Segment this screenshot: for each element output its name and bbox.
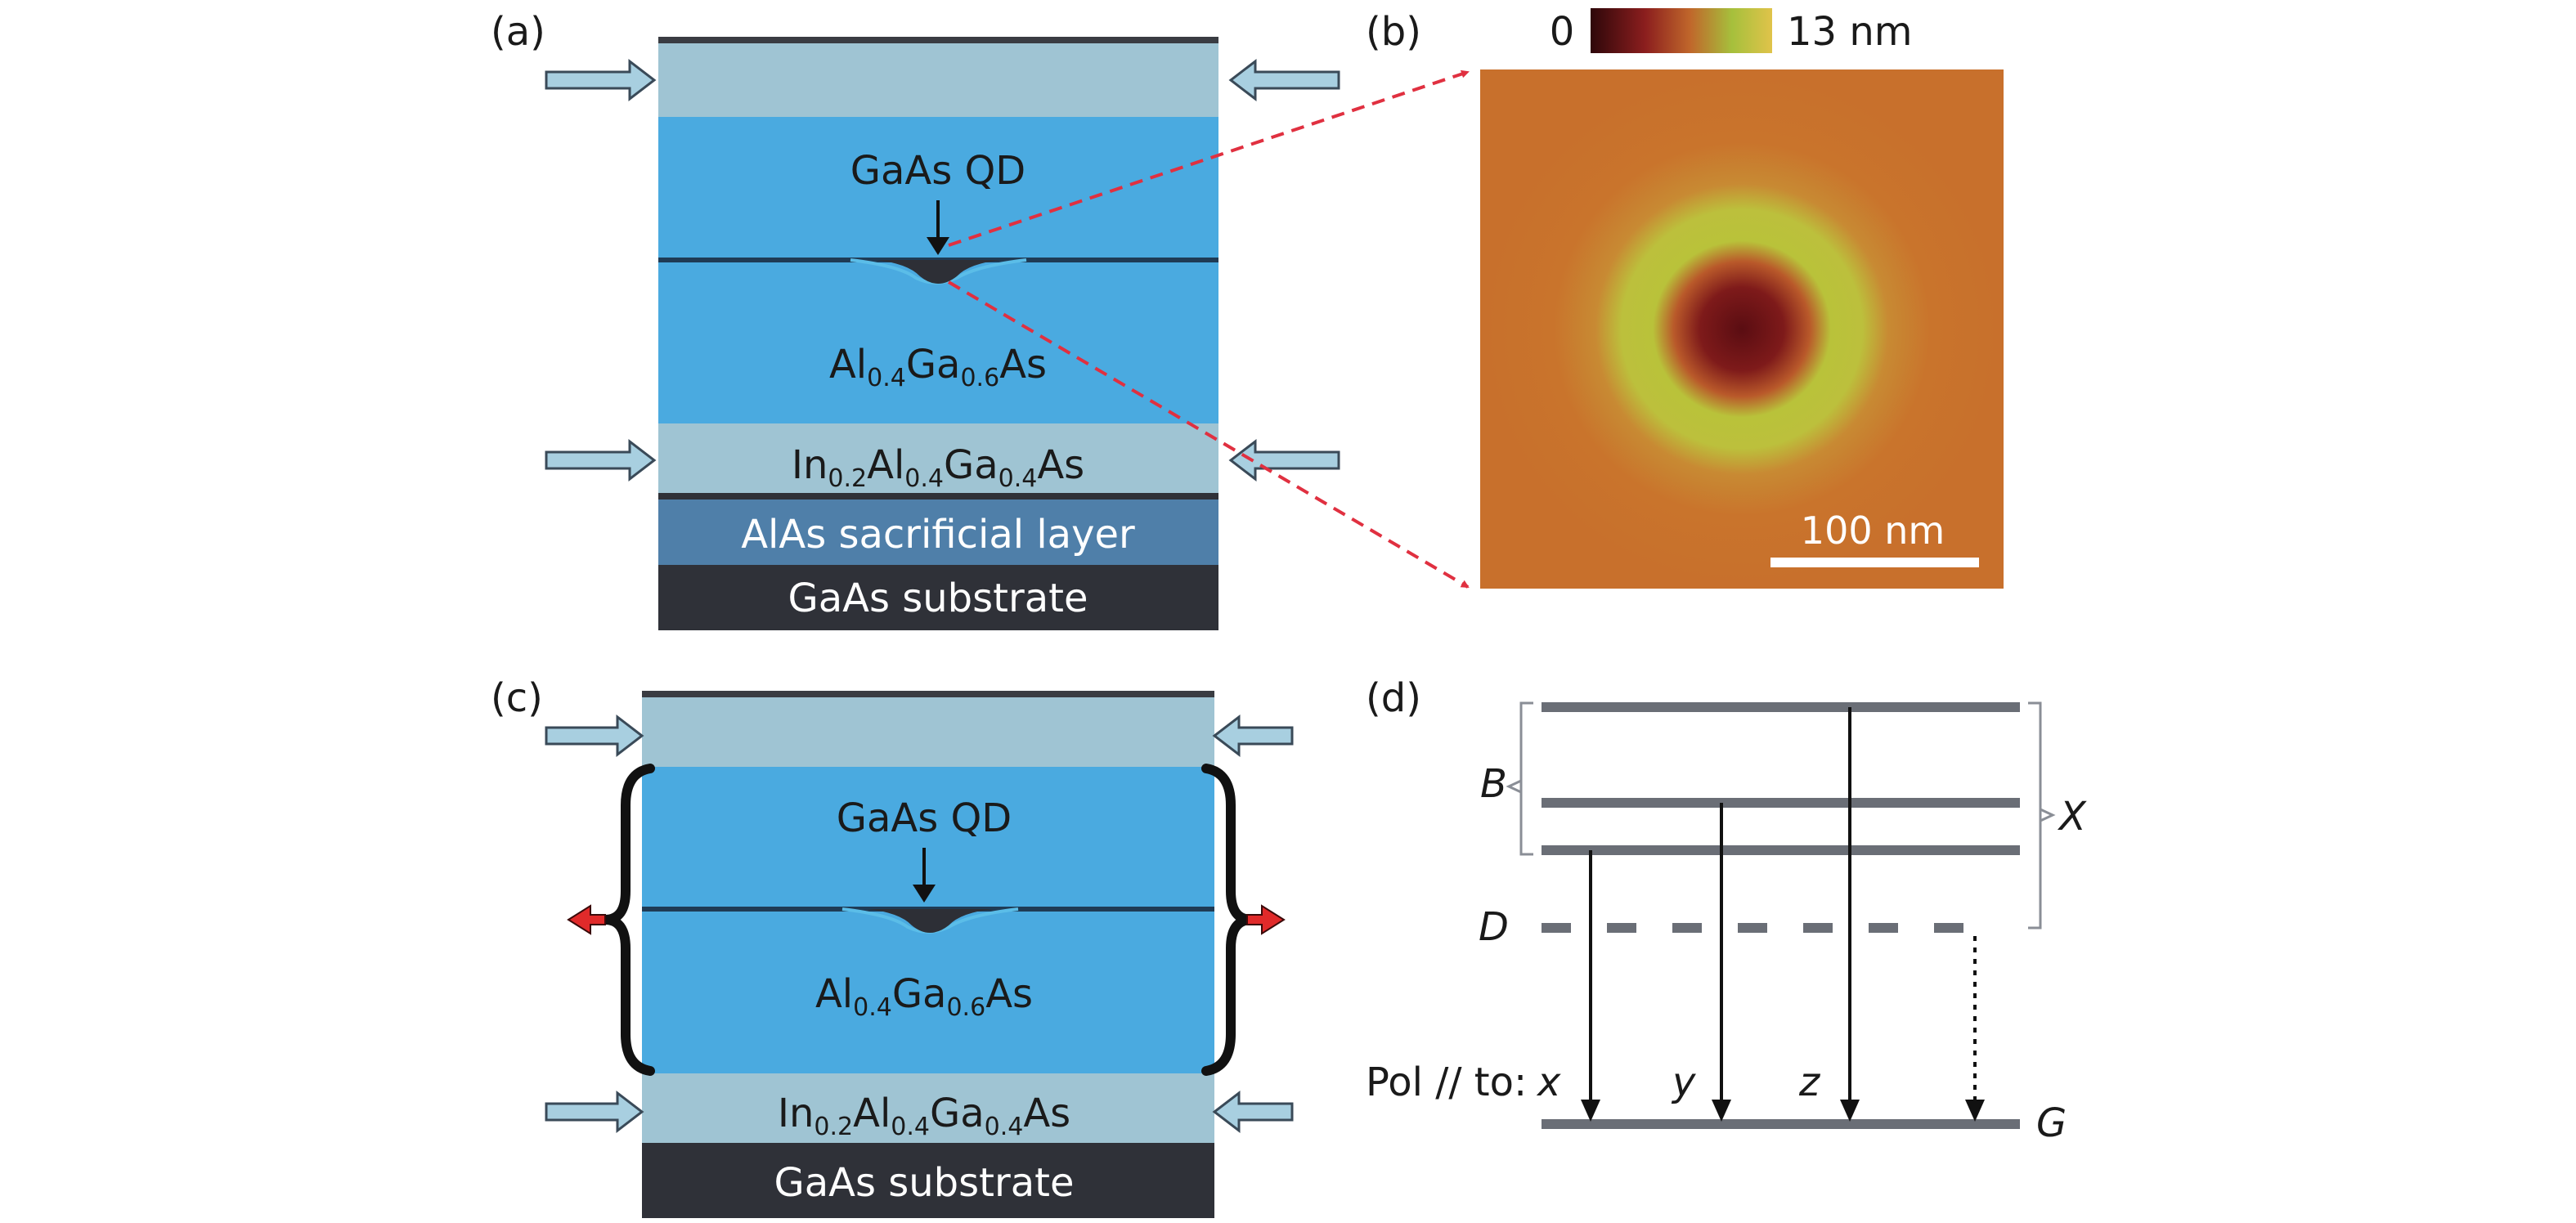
panel-d-label: (d) [1366,675,1421,721]
colorbar [1591,8,1772,53]
sacrificial-layer [658,500,1218,565]
qd-arrowhead [927,237,949,255]
stress-arrow-bottom-right [1212,1090,1294,1134]
tensile-arrow-left [567,904,606,935]
transition-x-head [1581,1100,1600,1122]
zoom-line-bottom [947,280,1470,589]
zoom-line-top [948,69,1470,247]
scale-bar-label: 100 nm [1801,508,1945,553]
transition-z-head [1840,1100,1860,1122]
label-X: X [2057,794,2087,840]
substrate-layer [658,565,1218,630]
sacrificial-label: AlAs sacrificial layer [741,512,1135,558]
bottom-stressor-layer [642,1073,1214,1143]
tensile-arrow-right [1246,904,1286,935]
qd-label: GaAs QD [837,795,1012,841]
substrate-label: GaAs substrate [774,1160,1075,1206]
stress-arrow-top-right [1212,714,1294,758]
cap-layer [658,37,1218,43]
pol-x: x [1536,1059,1561,1105]
panel-b: (b) 0 13 nm 100 nm [1366,8,2004,589]
pol-prefix: Pol // to: [1366,1059,1527,1105]
stress-arrow-bottom-right [1228,438,1340,482]
stress-arrow-top-left [545,714,644,758]
label-G: G [2036,1100,2067,1146]
substrate-label: GaAs substrate [788,576,1088,621]
panel-c-label: (c) [491,675,543,721]
label-D: D [1479,904,1509,950]
stress-arrow-bottom-left [545,1090,644,1134]
barrier-formula: Al0.4Ga0.6As [815,971,1033,1022]
stress-arrow-bottom-left [545,438,657,482]
bright-bracket-tip [1506,779,1522,794]
panel-a-label: (a) [491,9,545,55]
qd-label: GaAs QD [850,148,1025,194]
stress-arrow-top-left [545,58,657,102]
stress-arrow-top-right [1228,58,1340,102]
qd-arrowhead [913,885,936,903]
scale-bar [1770,558,1979,567]
substrate-layer [642,1143,1214,1218]
exciton-bracket [2028,701,2042,930]
top-stressor-layer [642,697,1214,767]
top-stressor-layer [658,43,1218,117]
separator-line [658,493,1218,500]
stressor-formula: In0.2Al0.4Ga0.4As [778,1091,1070,1141]
stressor-formula: In0.2Al0.4Ga0.4As [792,442,1084,493]
bottom-stressor-layer [658,423,1218,493]
bright-bracket [1519,701,1533,856]
quantum-dot [867,909,994,933]
colorbar-min: 0 [1550,9,1575,55]
quantum-dot [875,260,1002,284]
panel-d: (d) B X D G Pol // to: x y z [1366,675,2087,1146]
pol-y: y [1671,1059,1696,1105]
exciton-bracket-tip [2040,808,2056,822]
panel-b-label: (b) [1366,9,1421,55]
panel-a: (a) GaAs QD Al0.4Ga0.6As In0.2Al0.4Ga0.4… [491,9,1470,630]
cap-layer [642,691,1214,697]
transition-y-head [1712,1100,1731,1122]
pol-z: z [1798,1059,1821,1105]
barrier-formula: Al0.4Ga0.6As [829,342,1047,392]
colorbar-max: 13 nm [1787,9,1913,55]
panel-c: (c) GaAs QD Al0.4Ga0.6As In0.2Al0.4Ga0.4… [491,675,1294,1218]
afm-dot-profile [1480,69,2004,589]
label-B: B [1480,761,1507,807]
transition-dark-head [1965,1100,1985,1122]
